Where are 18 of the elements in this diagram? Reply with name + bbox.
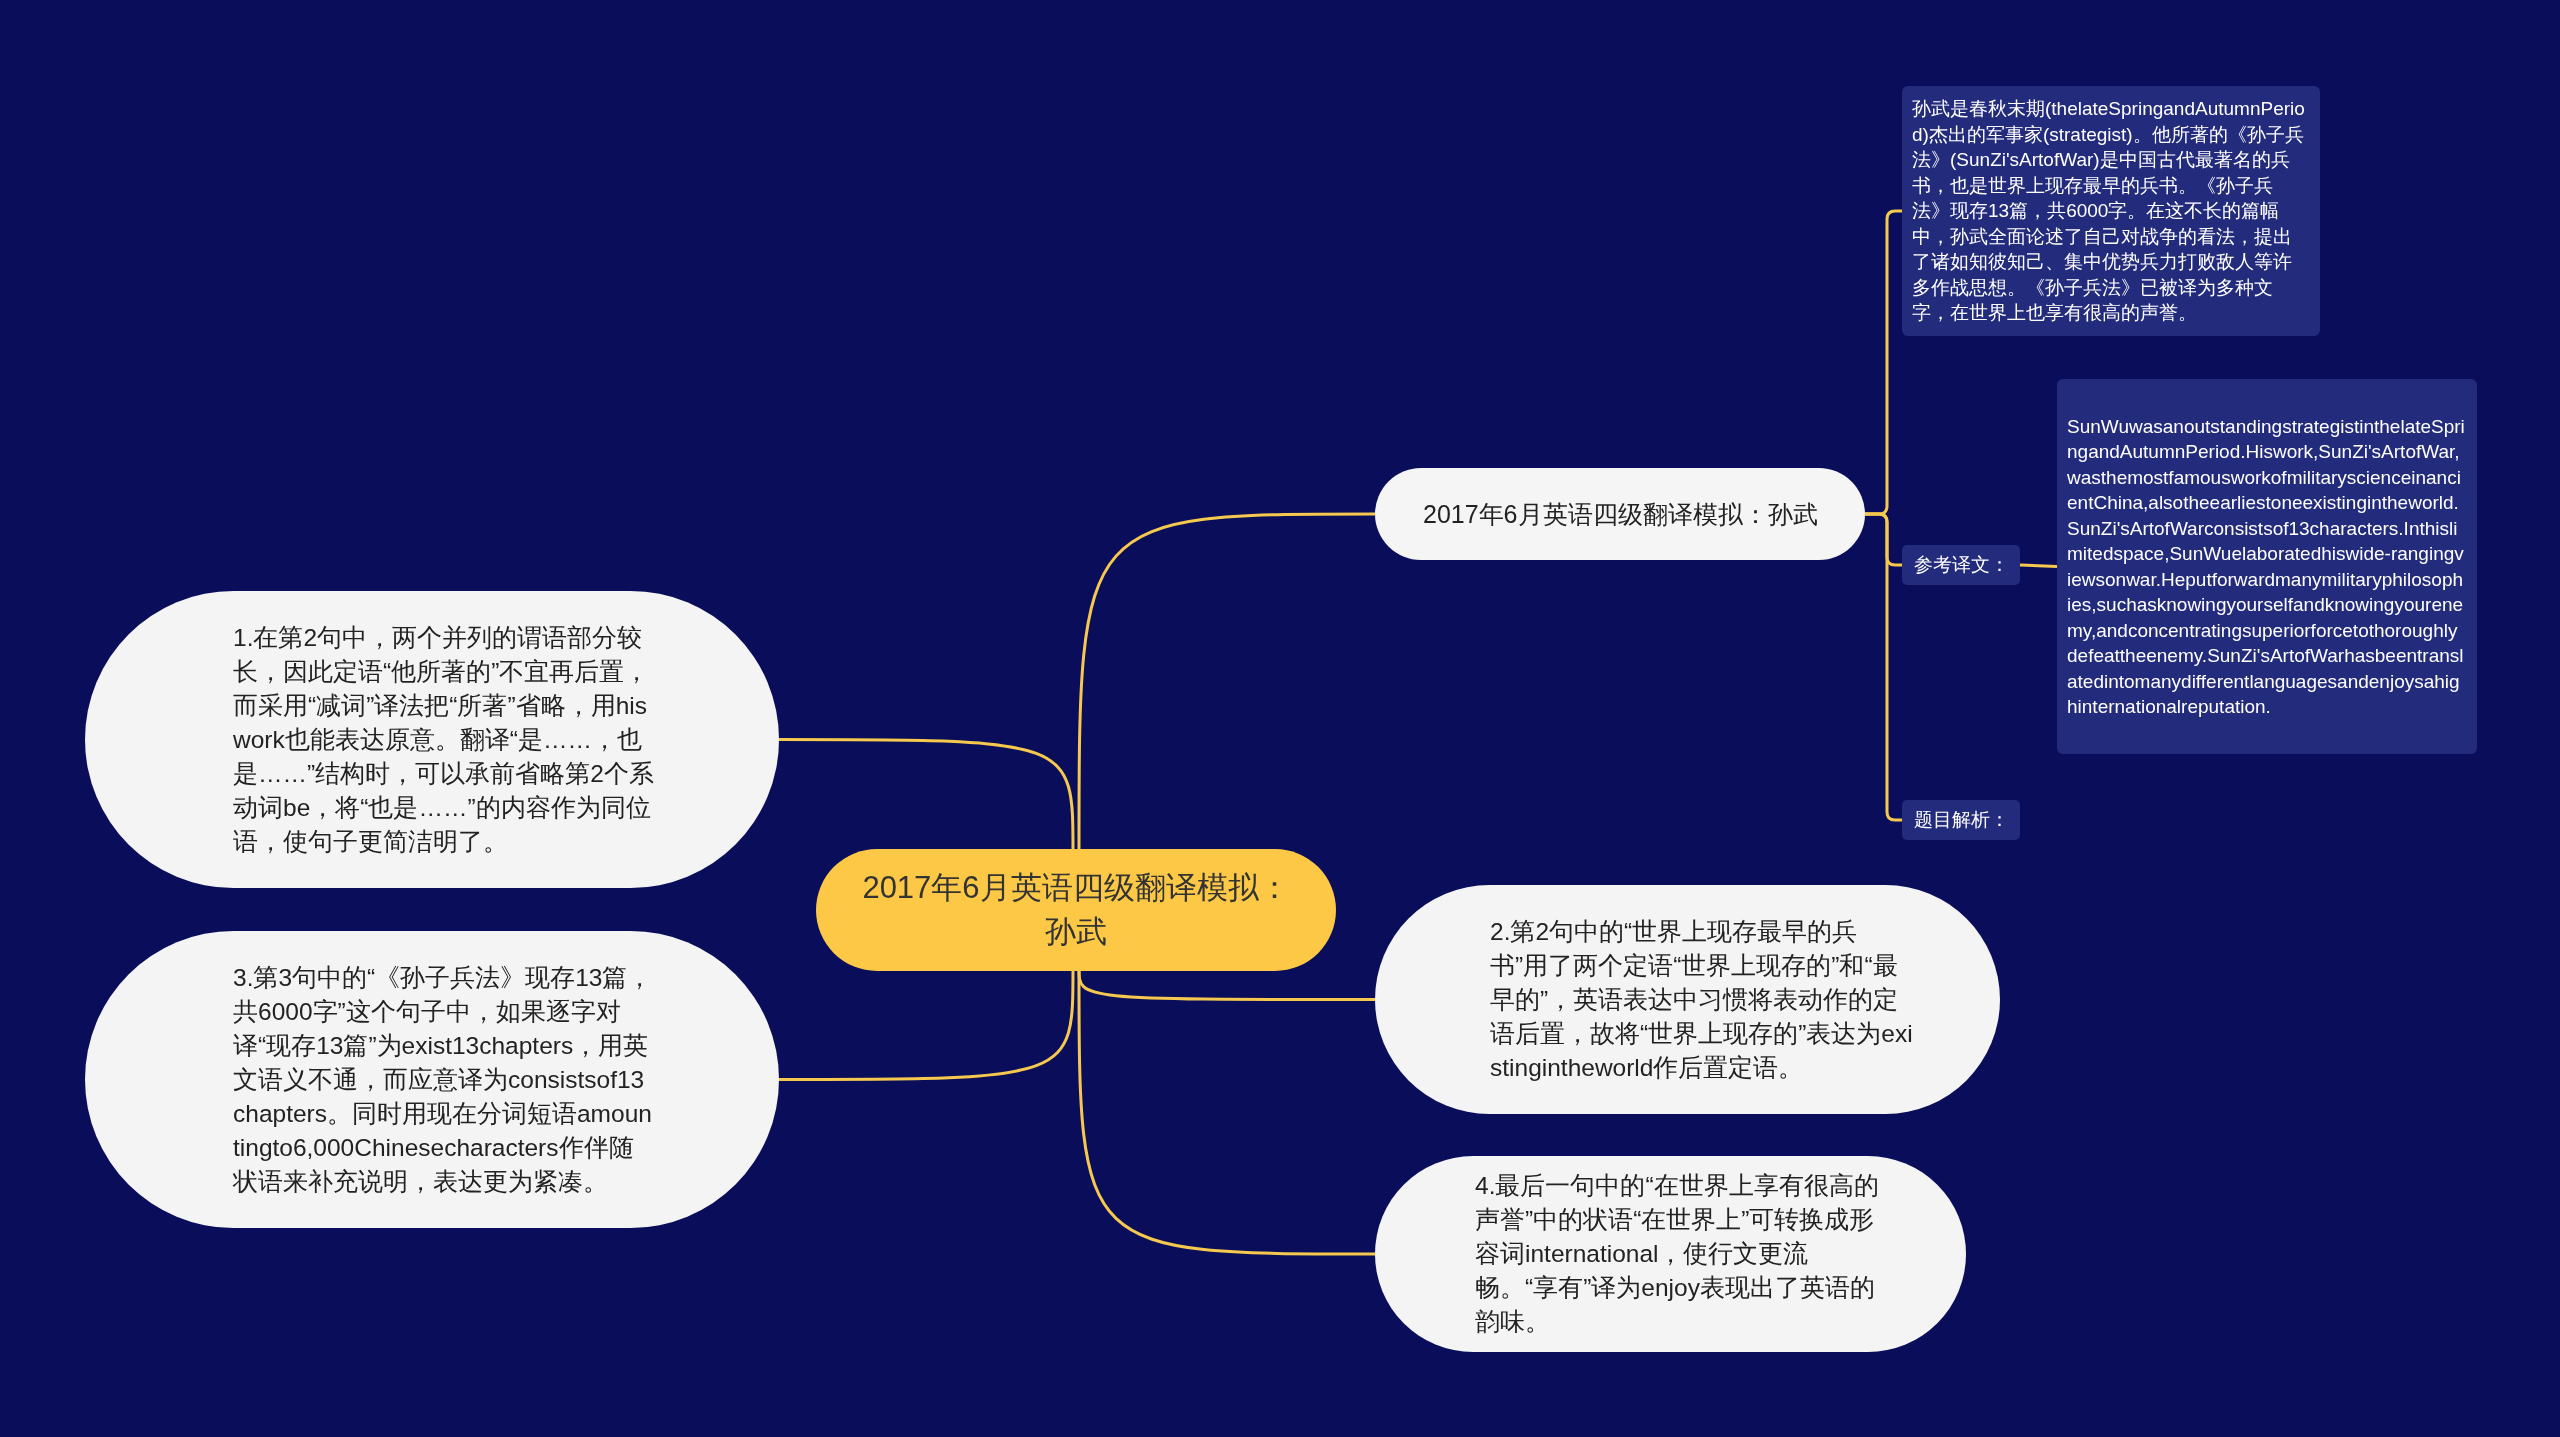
connector (2019, 563, 2058, 568)
node-text: 2017年6月英语四级翻译模拟：孙武 (1423, 499, 1818, 530)
connector (779, 738, 1075, 851)
text-card (2057, 379, 2477, 754)
node-text: 2.第2句中的“世界上现存最早的兵书”用了两个定语“世界上现存的”和“最早的”，英语表达中习惯将表动作的定语后置，故将“世界上现存的”表达为existingintheworld作后置定语。 (1489, 916, 1914, 1083)
node-text: 1.在第2句中，两个并列的谓语部分较长，因此定语“他所著的”不宜再后置，而采用“减词”译法把“所著”省略，用hiswork也能表达原意。翻译“是……，也是……”结构时，可以承前省略第2个系动词be，将“也是……”的内容作为同位语，使句子更简洁明了。 (232, 622, 655, 857)
connector (1077, 512, 1375, 851)
node-text: 4.最后一句中的“在世界上享有很高的声誉”中的状语“在世界上”可转换成形容词international，使行文更流畅。“享有”译为enjoy表现出了英语的韵味。 (1474, 1171, 1880, 1337)
node-text: 题目解析： (1913, 808, 2009, 832)
connector (1077, 969, 1375, 1256)
tag-label (1902, 545, 2020, 585)
tag-label (1902, 800, 2020, 840)
node-text: 孙武是春秋末期(thelateSpringandAutumnPeriod)杰出的军事家(strategist)。他所著的《孙子兵法》(SunZi'sArtofWar)是中国古代最著名的兵书，也是世界上现存最早的兵书。《孙子兵法》现存13篇，共6000字。在这不长的篇幅中，孙武全面论述了自己对战争的看法，提出了诸如知彼知己、集中优势兵力打败敌人等许多作战思想。《孙子兵法》已被译为多种文字，在世界上也享有很高的声誉。 (1912, 97, 2306, 326)
node-text: 3.第3句中的“《孙子兵法》现存13篇，共6000字”这个句子中，如果逐字对译“现存13篇”为exist13chapters，用英文语义不通，而应意译为consistsof13chapters。同时用现在分词短语amountingto6,000Chinesecharacters作伴随状语来补充说明，表达更为紧凑。 (231, 962, 654, 1197)
node-text: 2017年6月英语四级翻译模拟：孙武 (861, 869, 1291, 951)
node-text: SunWuwasanoutstandingstrategistinthelateSpringandAutumnPeriod.Hiswork,SunZi'sArtofWar,wasthemostfamousworkofmilitaryscienceinancientChina,alsotheearliestoneexistingintheworld.SunZi'sArtofWarconsistsof13characters.Inthislimitedspace,SunWuelaboratedhiswide-rangingviewsonwar.Heputforwardmanymilitaryphilosophies,suchasknowingyourselfandknowingyourenemy,andconcentratingsuperiorforcetothoroughlydefeattheenemy.SunZi'sArtofWarhasbeentranslatedintomanydifferentlanguagesandenjoysahighinternationalreputation. (2067, 414, 2466, 719)
node-text: 参考译文： (1913, 553, 2009, 577)
connector (779, 969, 1075, 1081)
